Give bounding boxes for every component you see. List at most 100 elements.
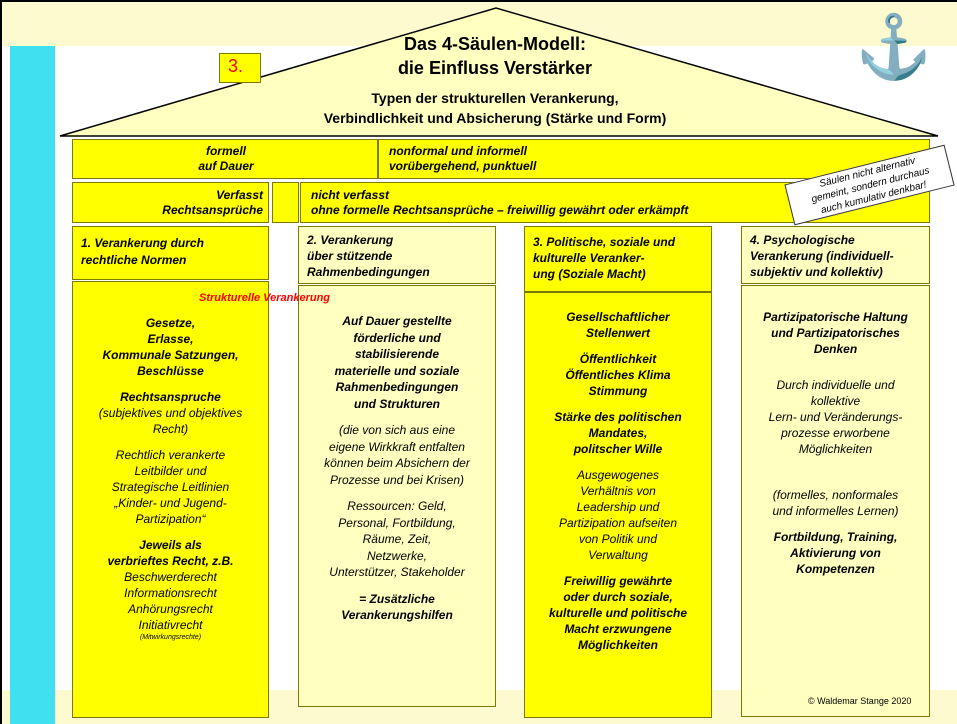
- pillar4-line: und informelles Lernen): [772, 504, 899, 518]
- pillar2-line: [298, 412, 496, 422]
- roof-title-line1: Das 4-Säulen-Modell:: [403, 34, 587, 54]
- pillar2-line: Prozesse und bei Krisen): [329, 472, 465, 487]
- row1-right-line1: nonformal und informell: [389, 144, 527, 158]
- pillar4-line: Partizipatorische Haltung: [763, 310, 908, 324]
- row2-left-box: Verfasst Rechtsansprüche: [72, 182, 269, 223]
- pillar3-line: Öffentlichkeit: [579, 352, 657, 366]
- pillar1-line: Jeweils als: [139, 538, 202, 552]
- pillar3-line: von Politik und: [578, 532, 658, 546]
- pillar2-header-line3: Rahmenbedingungen: [307, 265, 430, 279]
- pillar3-line: kulturelle und politische: [548, 606, 688, 620]
- pillar3-line: Verhältnis von: [580, 484, 656, 498]
- row2-left-line2: Rechtsansprüche: [162, 203, 263, 217]
- pillar3-line: Leadership und: [576, 500, 660, 514]
- pillar4-line: [741, 357, 930, 367]
- pillar1-line: Leitbilder und: [134, 464, 207, 478]
- row2-gap-box: [272, 182, 299, 223]
- pillar3-line: Partizipation aufseiten: [558, 516, 678, 530]
- pillar1-line: Kommunale Satzungen,: [102, 348, 239, 362]
- pillar1-header: 1. Verankerung durch rechtliche Normen: [72, 226, 269, 280]
- pillar4-line: prozesse erworbene: [781, 426, 890, 440]
- pillar1-line: Partizipation“: [135, 512, 206, 526]
- pillar2-line: Verankerungshilfen: [341, 608, 453, 622]
- pillar1-text: Gesetze, Erlasse, Kommunale Satzungen, Besc…: [72, 315, 269, 643]
- pillar4-line: [741, 519, 930, 529]
- pillar2-body: [298, 285, 496, 707]
- pillar2-line: Auf Dauer gestellte: [342, 314, 452, 328]
- pillar1-line: Erlasse,: [147, 332, 194, 346]
- roof-subtitle-line2: Verbindlichkeit und Absicherung (Stärke …: [323, 110, 667, 126]
- copyright: © Waldemar Stange 2020: [808, 696, 912, 706]
- pillar2-line: Ressourcen: Geld,: [347, 499, 447, 513]
- pillar3-header-line3: ung (Soziale Macht): [533, 267, 646, 281]
- row2-right-line1: nicht verfasst: [311, 188, 390, 202]
- section-number-badge: 3.: [219, 53, 261, 83]
- pillar3-line: [524, 341, 712, 351]
- pillar3-line: Ausgewogenes: [576, 468, 660, 482]
- pillar2-line: Unterstützer, Stakeholder: [329, 565, 465, 579]
- pillar3-line: Verwaltung: [588, 548, 648, 562]
- pillar1-line: verbrieftes Recht, z.B.: [107, 554, 234, 568]
- pillar3-line: [524, 457, 712, 467]
- pillar4-line: Durch individuelle und: [776, 378, 895, 392]
- pillar1-line: Beschlüsse: [137, 364, 204, 378]
- roof-subtitle-line1: Typen der strukturellen Verankerung,: [371, 90, 619, 106]
- pillar4-header-line3: subjektiv und kollektiv): [750, 265, 883, 279]
- pillar2-line: Personal, Fortbildung,: [338, 515, 456, 530]
- anchor-icon: ⚓: [855, 13, 933, 82]
- pillar4-line: [741, 457, 930, 467]
- pillar3-line: Stimmung: [588, 384, 648, 398]
- pillar3-line: Mandates,: [588, 426, 648, 440]
- pillar1-line: Rechtlich verankerte: [115, 448, 226, 462]
- pillar1-line: Informationsrecht: [124, 586, 217, 600]
- row2-left-line1: Verfasst: [216, 188, 263, 202]
- pillar4-line: [741, 477, 930, 487]
- pillar2-header: 2. Verankerung über stützende Rahmenbedi…: [298, 226, 496, 284]
- row1-left-line1: formell: [205, 144, 246, 158]
- roof-shape: [59, 7, 939, 137]
- pillar4-line: [741, 467, 930, 477]
- pillar2-line: Rahmenbedingungen: [335, 380, 459, 394]
- pillar3-line: Stellenwert: [585, 326, 651, 340]
- pillar1-line: Gesetze,: [145, 316, 196, 330]
- roof-subtitle: Typen der strukturellen Verankerung, Ver…: [290, 88, 700, 128]
- pillar3-line: Stärke des politischen: [554, 410, 682, 424]
- pillar3-header-line2: kulturelle Veranker-: [533, 251, 645, 265]
- pillar1-line: „Kinder- und Jugend-: [114, 496, 227, 510]
- pillar1-line: Strategische Leitlinien: [111, 480, 230, 494]
- row2-right-line2: ohne formelle Rechtsansprüche – freiwill…: [311, 203, 689, 217]
- pillar2-line: = Zusätzliche: [359, 591, 435, 606]
- pillar1-line: [72, 379, 269, 389]
- pillar1-line: (Mitwirkungsrechte): [139, 634, 202, 641]
- pillar2-line: (die von sich aus eine: [338, 423, 456, 437]
- pillar4-line: Aktivierung von: [790, 546, 881, 560]
- pillar3-line: Freiwillig gewährte: [563, 574, 673, 588]
- pillar4-line: Fortbildung, Training,: [773, 530, 898, 544]
- pillar3-line: Gesellschaftlicher: [566, 310, 670, 324]
- pillar4-line: [741, 367, 930, 377]
- pillar4-line: Lern- und Veränderungs-: [768, 410, 903, 424]
- pillar1-line: Rechtsanspruche: [120, 390, 221, 404]
- pillar4-line: Denken: [813, 342, 858, 356]
- pillar2-line: [298, 581, 496, 591]
- pillar4-body: [741, 285, 930, 717]
- pillar1-line: [72, 437, 269, 447]
- pillar1-line: Initiativrecht: [138, 618, 203, 632]
- pillar1-line: (subjektives und objektives: [98, 406, 243, 420]
- pillar1-header-line1: 1. Verankerung durch: [81, 236, 204, 250]
- row1-right-box: nonformal und informell vorübergehend, p…: [378, 139, 930, 179]
- pillar1-body: [72, 281, 269, 718]
- cyan-side-bar: [10, 46, 55, 724]
- roof-title: Das 4-Säulen-Modell: die Einfluss Verstä…: [330, 32, 660, 80]
- pillar2-line: Netzwerke,: [366, 548, 428, 563]
- pillar2-line: können beim Absichern der: [324, 456, 470, 470]
- pillar4-header: 4. Psychologische Verankerung (individue…: [741, 226, 930, 284]
- pillar4-line: (formelles, nonformales: [772, 488, 899, 502]
- pillar3-line: Macht erzwungene: [564, 622, 672, 636]
- structural-anchoring-label: Strukturelle Verankerung: [199, 292, 331, 304]
- pillar3-line: oder durch soziale,: [563, 590, 673, 604]
